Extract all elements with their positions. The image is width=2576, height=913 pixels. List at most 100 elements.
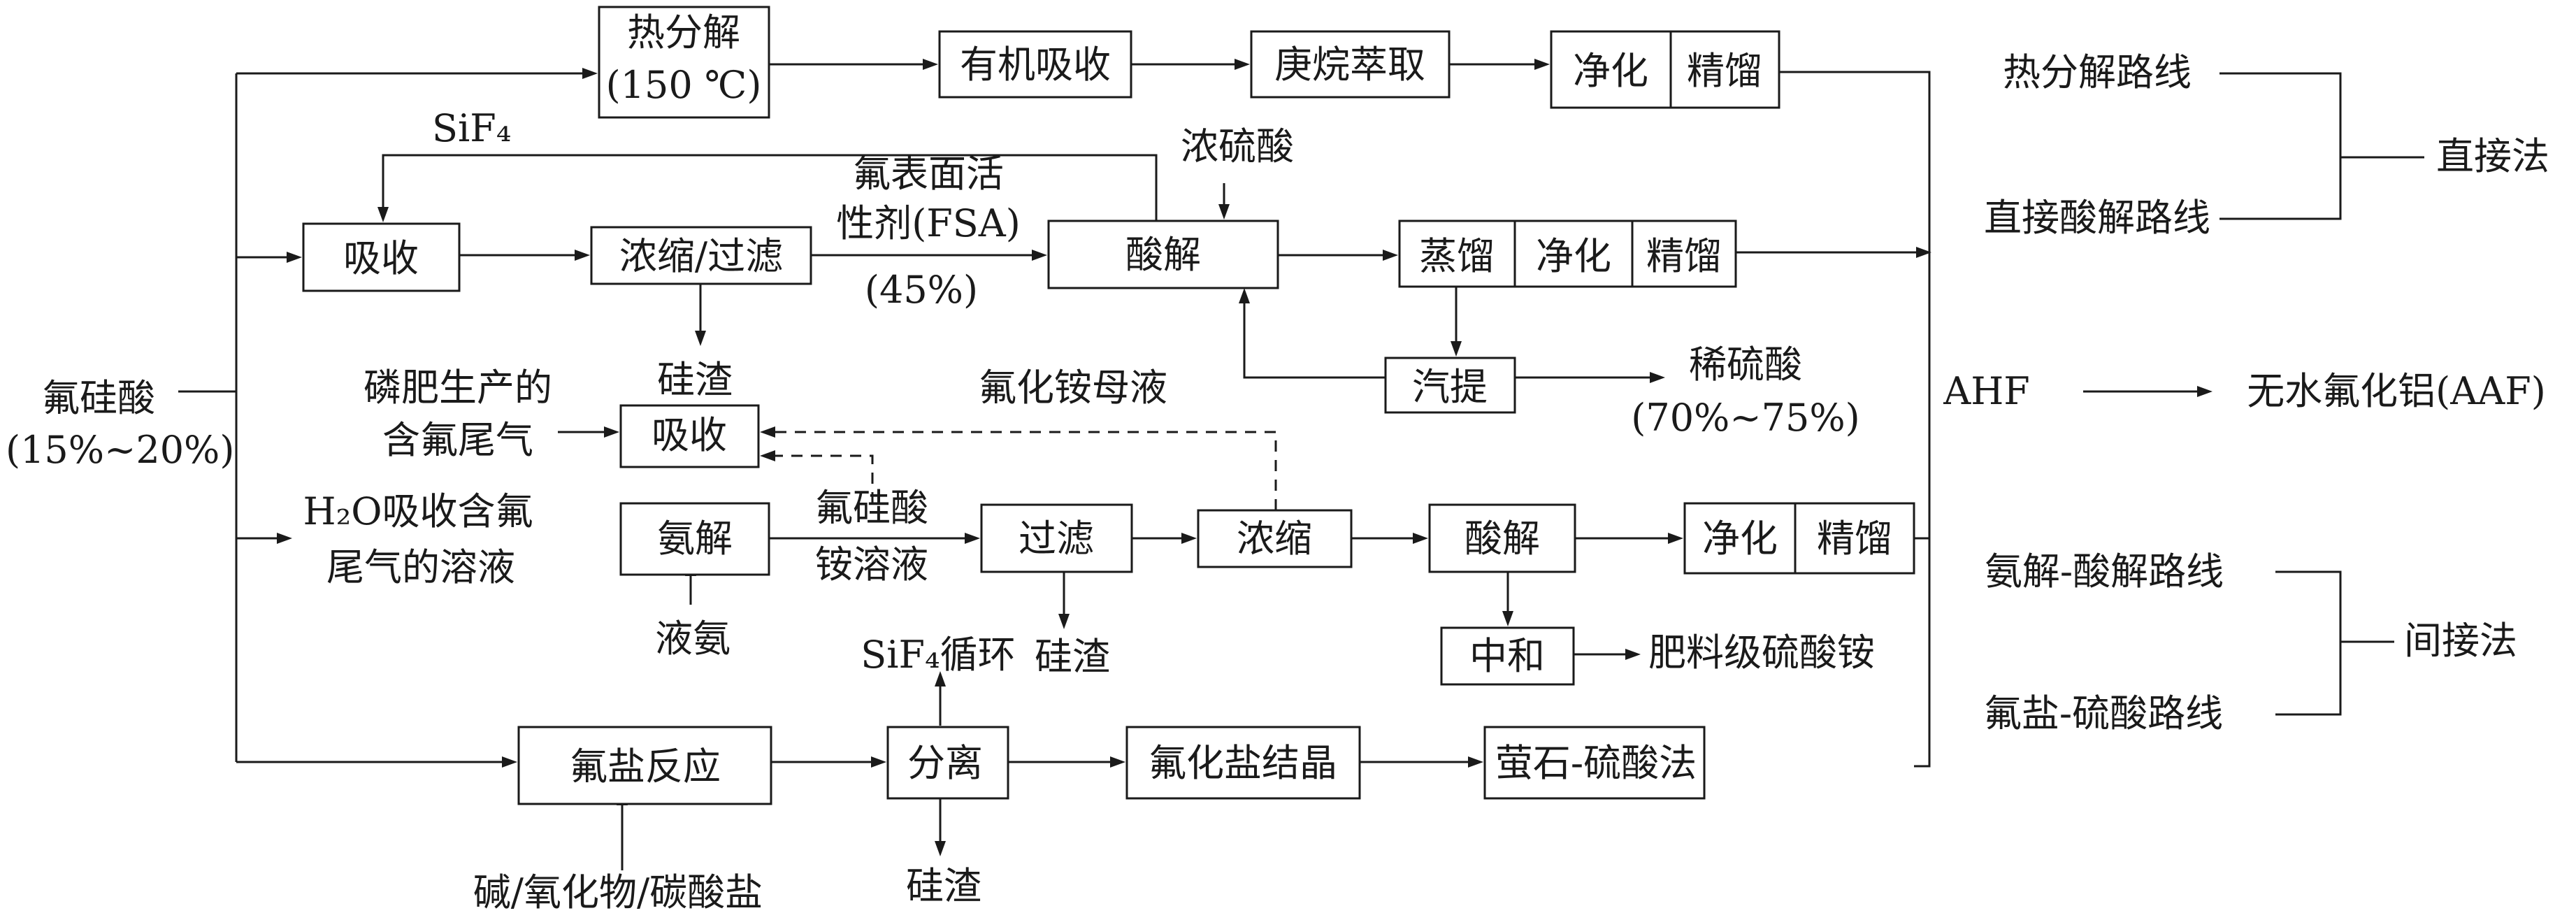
labels: 氟硅酸 (15%~20%) 热分解 (150 ℃) 有机吸收 庚烷萃取 净化 精… (6, 10, 2549, 913)
fluoride-sulfuric-route-label: 氟盐-硫酸路线 (1984, 691, 2223, 735)
filter-residue-label: 硅渣 (1035, 635, 1110, 679)
arrow-to-hexane-extract (1235, 59, 1250, 70)
box-ammonia-acidolysis (1428, 503, 1576, 573)
box-thermal-purify-rectify (1550, 30, 1780, 109)
box-distill-purify-rectify (1398, 220, 1737, 288)
arrow-to-thermal-decompose (582, 68, 598, 79)
phos-gas-label-line1: 磷肥生产的 (364, 366, 552, 410)
conc-h2so4-label: 浓硫酸 (1181, 124, 1294, 168)
ammonia-acid-route-label: 氨解-酸解路线 (1985, 549, 2224, 594)
box-tail-absorb (619, 404, 760, 468)
box-concentrate (1197, 509, 1353, 568)
source-label: 氟硅酸 (42, 376, 155, 420)
arrow-to-separate (871, 756, 886, 768)
thermal-route-label: 热分解路线 (2003, 50, 2192, 94)
arrow-to-absorb (287, 252, 302, 263)
distill-label: 蒸馏 (1419, 234, 1495, 278)
direct-acid-route-label: 直接酸解路线 (1984, 196, 2210, 240)
direct-method-label: 直接法 (2436, 134, 2549, 178)
acid-purify-label: 净化 (1536, 234, 1611, 278)
arrow-to-silica-residue (695, 331, 706, 346)
arrow-to-acidolysis (1032, 250, 1047, 261)
acid-rectify-label: 精馏 (1646, 234, 1722, 278)
salt-residue-label: 硅渣 (906, 864, 981, 908)
h2o-absorb-label-line2: 尾气的溶液 (326, 545, 515, 589)
connector-lines (178, 63, 2424, 870)
dilute-pct-label: (70%~75%) (1631, 396, 1859, 440)
hexane-extract-label: 庚烷萃取 (1274, 43, 1425, 87)
box-hexane-extract (1250, 30, 1451, 99)
concentrate-label: 浓缩 (1237, 517, 1312, 561)
arrow-ahf-to-aaf (2197, 386, 2212, 397)
thermal-temp-label: (150 ℃) (606, 63, 762, 107)
box-crystallize (1125, 726, 1361, 800)
arrow-to-neutralize (1502, 611, 1513, 626)
source-concentration: (15%~20%) (6, 428, 234, 472)
arrow-to-stripping (1451, 341, 1462, 357)
sif4-label: SiF₄ (432, 106, 511, 150)
box-ammonia-purify-rectify (1683, 502, 1915, 575)
box-concentrate-filter (590, 226, 812, 285)
salt-reaction-label: 氟盐反应 (570, 745, 721, 789)
arrow-stripping-to-acidolysis (1239, 288, 1250, 303)
fsa-pct-label: (45%) (865, 268, 978, 312)
arrow-to-filter (965, 533, 980, 544)
box-stripping (1384, 357, 1516, 414)
box-salt-reaction (517, 726, 772, 805)
arrow-to-concentrate-filter (575, 250, 590, 261)
fsa-label-line2: 性剂(FSA) (836, 201, 1021, 245)
arrow-to-concentrate (1181, 533, 1197, 544)
box-thermal-decompose (598, 6, 770, 119)
box-neutralize (1440, 626, 1575, 686)
box-absorb (302, 222, 461, 292)
afs-label-line1: 氟硅酸 (815, 486, 928, 530)
arrow-to-crystallize (1110, 756, 1125, 768)
organic-absorb-label: 有机吸收 (960, 43, 1111, 87)
thermal-rectify-label: 精馏 (1687, 49, 1762, 93)
arrow-residue-down (935, 841, 946, 856)
box-ammonolysis (619, 502, 770, 576)
acidolysis-label: 酸解 (1125, 233, 1201, 277)
aaf-label: 无水氟化铝(AAF) (2247, 369, 2546, 413)
arrow-phos-gas-to-absorb (604, 426, 619, 438)
box-separate (886, 726, 1009, 800)
ammonia-purify-label: 净化 (1702, 517, 1778, 561)
arrow-to-ammonolysis (277, 533, 292, 544)
arrow-filter-residue-down (1058, 614, 1070, 629)
sif4-cycle-label: SiF₄循环 (861, 633, 1015, 677)
thermal-purify-label: 净化 (1573, 49, 1648, 93)
process-boxes (302, 6, 1915, 805)
fluorite-acid-label: 萤石-硫酸法 (1495, 741, 1697, 785)
silica-residue-label: 硅渣 (657, 358, 733, 402)
box-acidolysis (1047, 220, 1279, 289)
h2o-absorb-label-line1: H₂O吸收含氟 (303, 489, 533, 533)
arrow-sif4-cycle-up (935, 671, 946, 686)
crystallize-label: 氟化盐结晶 (1149, 741, 1337, 785)
filter-label: 过滤 (1019, 517, 1094, 561)
liquid-ammonia-label: 液氨 (655, 617, 731, 661)
fsa-label-line1: 氟表面活 (853, 152, 1004, 196)
arrow-to-thermal-purify (1534, 59, 1550, 70)
arrow-to-salt-reaction (502, 756, 517, 768)
ammonia-rectify-label: 精馏 (1817, 517, 1892, 561)
thermal-decompose-label: 热分解 (627, 10, 740, 55)
phos-gas-label-line2: 含氟尾气 (382, 418, 533, 462)
arrow-to-distill (1383, 250, 1398, 261)
arrow-to-ammonia-acidolysis (1413, 533, 1428, 544)
fertilizer-label: 肥料级硫酸铵 (1648, 631, 1875, 675)
arrow-sif4-to-absorb (377, 207, 389, 222)
neutralize-label: 中和 (1469, 634, 1545, 678)
ammonolysis-label: 氨解 (657, 517, 733, 561)
tail-absorb-label: 吸收 (652, 413, 727, 457)
reagents-label: 碱/氧化物/碳酸盐 (473, 870, 763, 913)
arrow-afs-to-absorb (760, 450, 775, 461)
concentrate-filter-label: 浓缩/过滤 (619, 234, 783, 278)
dilute-h2so4-label: 稀硫酸 (1689, 343, 1802, 387)
absorb-label: 吸收 (343, 236, 419, 280)
box-fluorite-acid (1483, 726, 1706, 800)
arrow-to-ammonia-purify (1668, 533, 1683, 544)
mother-liquor-label: 氟化铵母液 (979, 366, 1167, 410)
arrow-mother-liquor-to-absorb (760, 426, 775, 438)
separate-label: 分离 (907, 741, 983, 785)
